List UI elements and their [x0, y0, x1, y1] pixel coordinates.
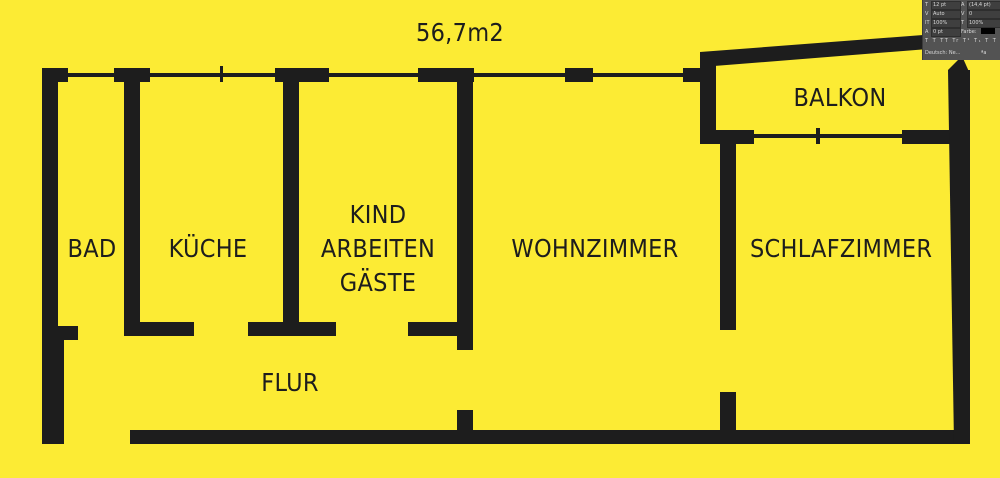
font-size-field[interactable]: 12 pt: [931, 1, 961, 10]
baseline-shift-icon: A: [925, 29, 929, 35]
room-label-balkon: BALKON: [793, 83, 887, 112]
leading-icon: A: [961, 2, 965, 8]
left-wall-top-cap: [42, 68, 68, 82]
top-window-tick-1: [220, 66, 223, 82]
room-label-kueche: KÜCHE: [168, 234, 248, 263]
baseline-shift-field[interactable]: 0 pt: [931, 28, 961, 37]
leading-field[interactable]: (14,4 pt): [967, 1, 1000, 10]
room-label-kind: KIND: [349, 200, 407, 229]
balcony-left-wall: [700, 52, 716, 144]
top-window-line: [58, 73, 708, 77]
tracking-field[interactable]: 0: [967, 10, 1000, 19]
wall-kueche-kind-foot: [248, 322, 336, 336]
wall-bad-kueche-foot: [124, 322, 194, 336]
balcony-window-tick: [816, 128, 820, 144]
kerning-field[interactable]: Auto: [931, 10, 961, 19]
tracking-icon: V: [961, 11, 965, 17]
text-style-buttons[interactable]: T T TT Tr T¹ T₁ T T: [925, 38, 998, 44]
vertical-scale-icon: IT: [925, 20, 930, 26]
horizontal-scale-icon: T: [961, 20, 965, 26]
balcony-window-line: [754, 134, 902, 138]
room-label-gaeste: GÄSTE: [339, 268, 417, 297]
balcony-bottom-left: [700, 130, 754, 144]
room-label-wohnzimmer: WOHNZIMMER: [511, 234, 679, 263]
room-label-flur: FLUR: [261, 368, 319, 397]
wall-kind-wohn: [457, 68, 473, 350]
balcony-bottom-right: [902, 130, 958, 144]
total-area-label: 56,7m2: [416, 18, 504, 47]
wall-bad-stub: [42, 326, 78, 340]
horizontal-scale-field[interactable]: 100%: [967, 19, 1000, 28]
character-panel: T 12 pt A (14,4 pt) V Auto V 0 IT 100% T…: [922, 0, 1000, 60]
wall-kueche-kind: [283, 68, 299, 336]
room-label-bad: BAD: [67, 234, 117, 263]
wall-wohn-schlaf: [720, 130, 736, 330]
wall-bad-kueche: [124, 68, 140, 336]
left-wall-upper: [42, 68, 58, 326]
top-wall-wohn-mid: [565, 68, 593, 82]
color-label: Farbe:: [961, 29, 977, 35]
color-swatch[interactable]: [981, 28, 995, 34]
font-size-icon: T: [925, 2, 929, 8]
room-label-arbeiten: ARBEITEN: [320, 234, 436, 263]
left-wall-lower: [42, 340, 64, 444]
vertical-scale-field[interactable]: 100%: [931, 19, 961, 28]
right-wall-body: [954, 70, 970, 444]
room-label-schlafzimmer: SCHLAFZIMMER: [750, 234, 933, 263]
kerning-icon: V: [925, 11, 929, 17]
language-select[interactable]: Deutsch: Ne...: [925, 50, 961, 56]
wall-kind-wohn-foot: [408, 322, 473, 336]
anti-alias-icon[interactable]: ªa: [981, 50, 987, 56]
balcony-top-wall: [700, 32, 966, 66]
bottom-wall: [130, 430, 970, 444]
